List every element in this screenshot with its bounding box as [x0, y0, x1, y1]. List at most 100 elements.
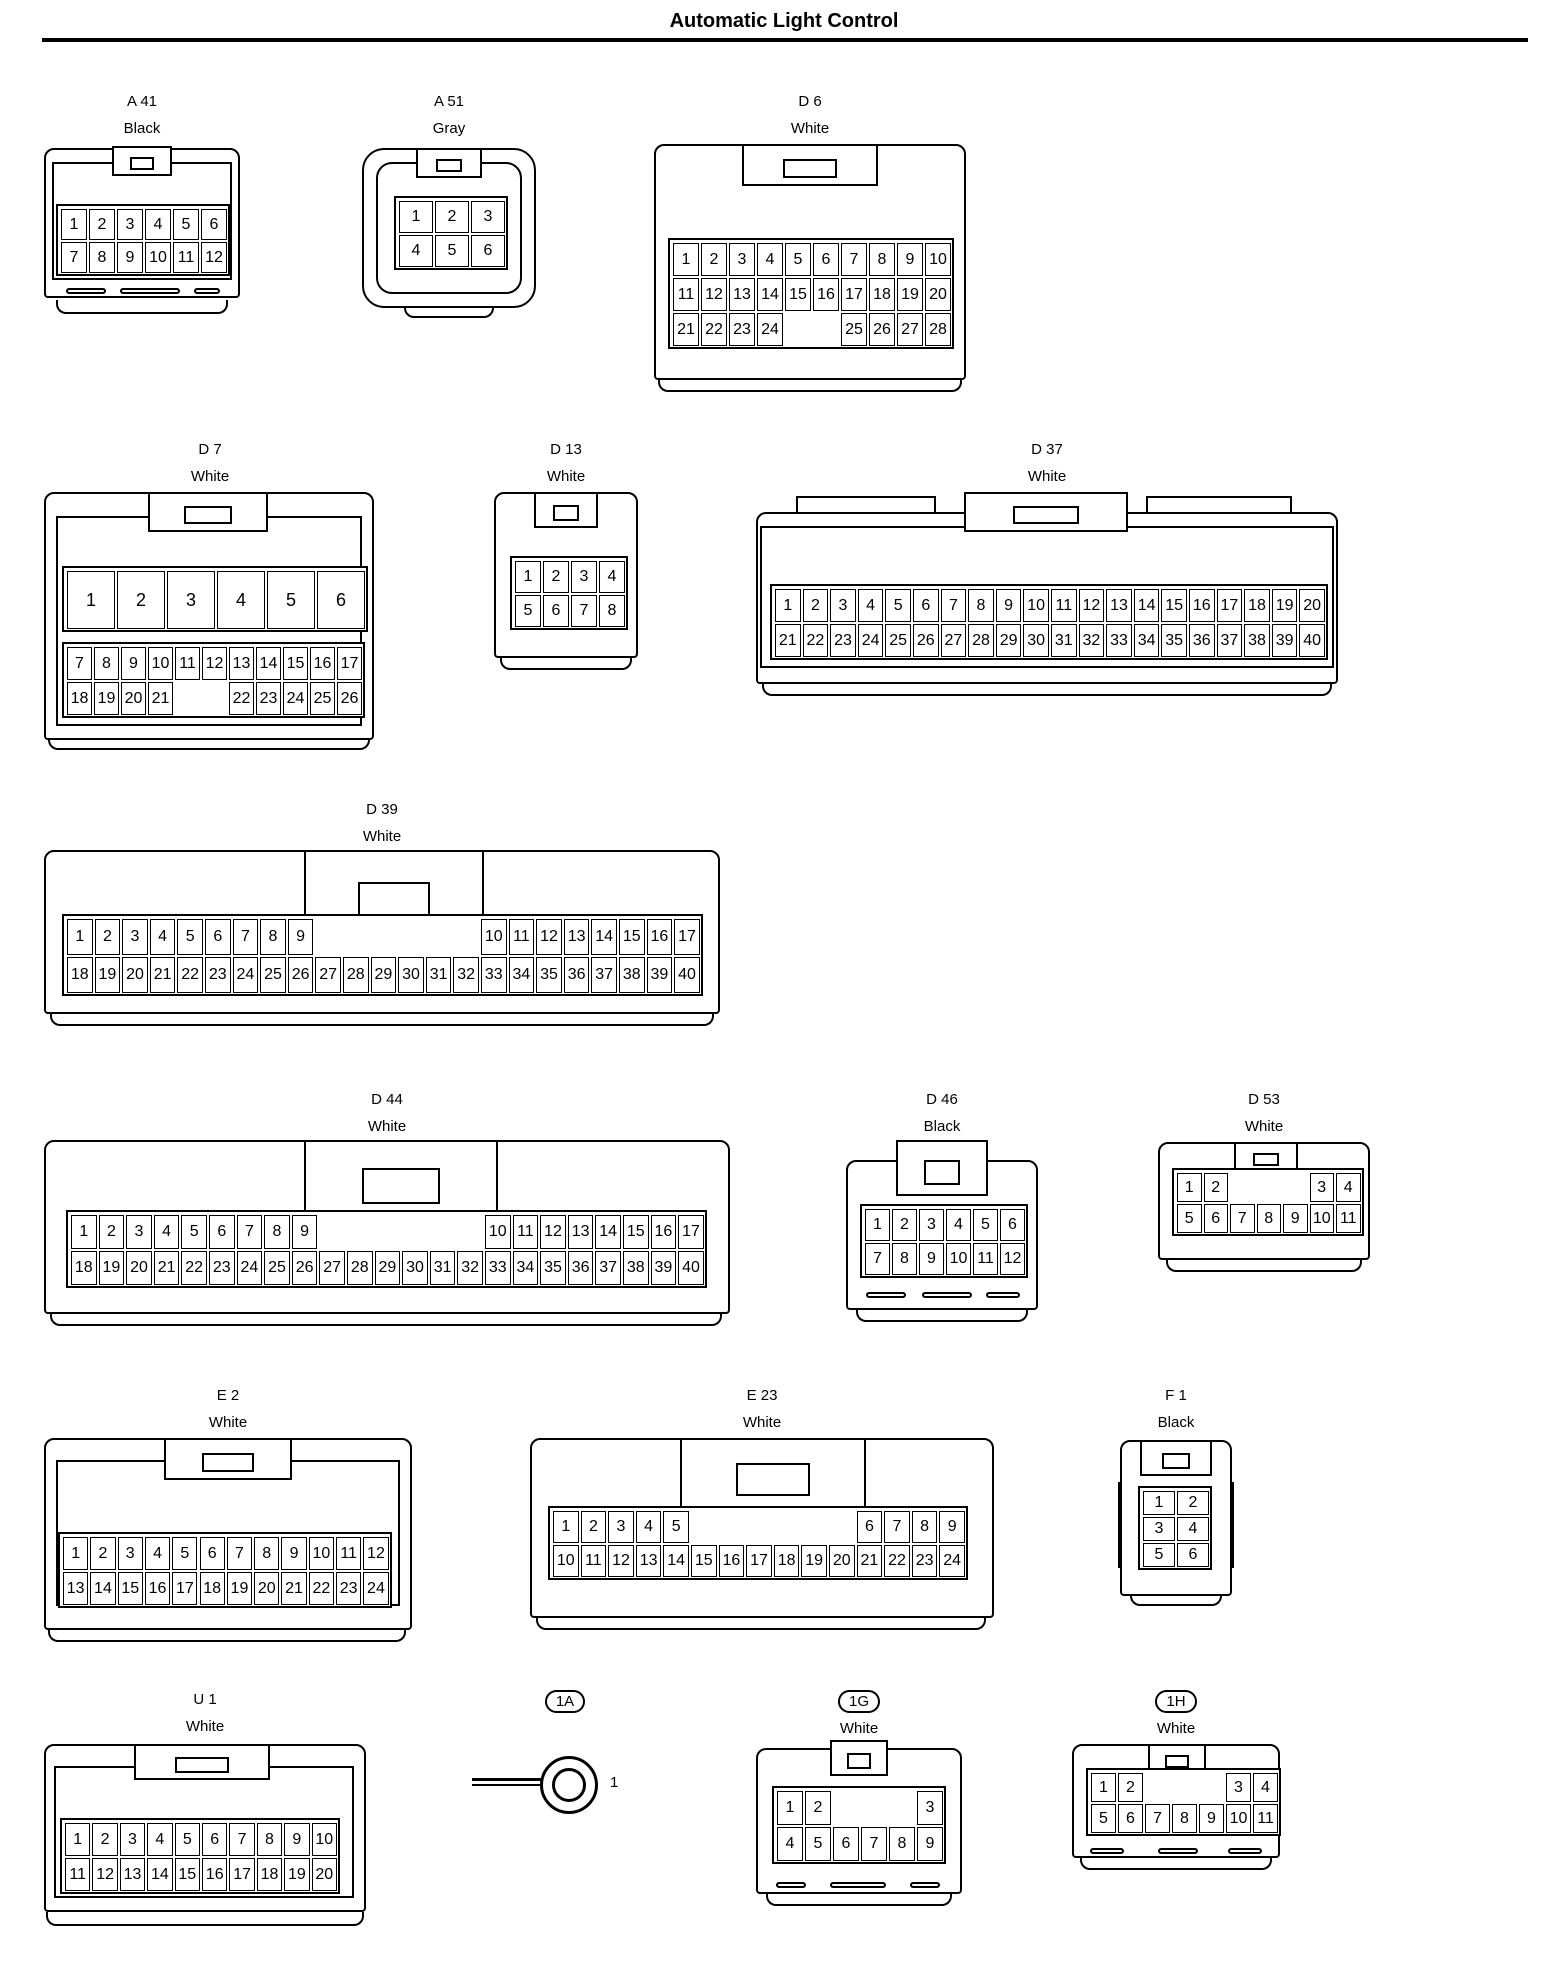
pin-3: 3: [1226, 1773, 1251, 1802]
pin-4: 4: [1177, 1517, 1209, 1541]
pin-8: 8: [1172, 1804, 1197, 1833]
pin-25: 25: [841, 313, 867, 346]
pin-40: 40: [674, 957, 700, 993]
pin-4: 4: [599, 561, 625, 593]
pin-11: 11: [175, 647, 200, 680]
pin-6: 6: [1118, 1804, 1143, 1833]
pin-7: 7: [571, 595, 597, 627]
pin-1: 1: [65, 1823, 91, 1856]
pin-1: 1: [775, 589, 801, 622]
connector-bottom-lip: [56, 300, 228, 314]
pin-13: 13: [563, 919, 590, 955]
pin-31: 31: [425, 957, 452, 993]
pin-18: 18: [256, 1858, 283, 1891]
pin-11: 11: [336, 1537, 362, 1570]
connector-bottom-slot: [1158, 1848, 1198, 1854]
pin-24: 24: [283, 682, 308, 715]
pin-8: 8: [911, 1511, 938, 1543]
connector-lock-tab: [112, 146, 172, 176]
pin-23: 23: [256, 682, 281, 715]
connector-bottom-slot: [830, 1882, 886, 1888]
pin-10: 10: [481, 919, 507, 955]
pin-2: 2: [543, 561, 569, 593]
pin-38: 38: [1244, 624, 1270, 657]
pin-17: 17: [172, 1572, 198, 1605]
connector-color: White: [208, 1414, 248, 1431]
connector-id: 1H: [1155, 1690, 1197, 1713]
pin-30: 30: [402, 1251, 428, 1285]
pin-2: 2: [701, 243, 727, 276]
pin-20: 20: [311, 1858, 337, 1891]
pin-7: 7: [940, 589, 967, 622]
pin-5: 5: [663, 1511, 689, 1543]
pin-1: 1: [673, 243, 699, 276]
pin-6: 6: [856, 1511, 883, 1543]
pin-21: 21: [149, 957, 176, 993]
pin-5: 5: [1177, 1204, 1202, 1233]
pin-23: 23: [336, 1572, 362, 1605]
pin-3: 3: [830, 589, 856, 622]
pin-27: 27: [897, 313, 923, 346]
pin-28: 28: [343, 957, 369, 993]
pin-39: 39: [646, 957, 673, 993]
pin-37: 37: [1216, 624, 1243, 657]
pin-10: 10: [145, 242, 171, 273]
pin-4: 4: [149, 919, 176, 955]
connector-id: F 1: [1165, 1387, 1187, 1404]
page-title: Automatic Light Control: [669, 10, 899, 32]
pin-13: 13: [567, 1215, 594, 1249]
pin-1: 1: [63, 1537, 89, 1570]
connector-id: D 37: [1031, 441, 1063, 458]
connector-bottom-slot: [776, 1882, 806, 1888]
connector-bottom-slot: [120, 288, 180, 294]
pin-35: 35: [540, 1251, 566, 1285]
pin-20: 20: [122, 957, 148, 993]
pin-11: 11: [1336, 1204, 1361, 1233]
pin-8: 8: [260, 919, 286, 955]
pin-22: 22: [181, 1251, 207, 1285]
pin-1: 1: [67, 571, 115, 629]
pin-32: 32: [1078, 624, 1105, 657]
pin-16: 16: [813, 278, 839, 311]
pin-34: 34: [512, 1251, 539, 1285]
pin-16: 16: [1189, 589, 1215, 622]
pin-20: 20: [254, 1572, 280, 1605]
pin-3: 3: [608, 1511, 634, 1543]
pin-2: 2: [89, 209, 115, 240]
pin-10: 10: [925, 243, 951, 276]
pin-9: 9: [1283, 1204, 1308, 1233]
connector-bottom-lip: [50, 1012, 714, 1026]
pin-20: 20: [925, 278, 951, 311]
pin-7: 7: [226, 1537, 253, 1570]
pin-2: 2: [1177, 1491, 1209, 1515]
pin-9: 9: [287, 919, 314, 955]
pin-12: 12: [202, 647, 227, 680]
pin-5: 5: [785, 243, 811, 276]
pin-1: 1: [61, 209, 87, 240]
pin-8: 8: [254, 1537, 280, 1570]
connector-id: D 39: [366, 801, 398, 818]
pin-8: 8: [869, 243, 895, 276]
pin-26: 26: [337, 682, 362, 715]
pin-23: 23: [205, 957, 231, 993]
pin-5: 5: [805, 1827, 831, 1861]
pin-16: 16: [646, 919, 673, 955]
pin-4: 4: [857, 589, 884, 622]
pin-17: 17: [337, 647, 362, 680]
ring-terminal-wire: [472, 1778, 542, 1781]
pin-13: 13: [63, 1572, 89, 1605]
pin-18: 18: [199, 1572, 225, 1605]
connector-color: Black: [123, 120, 161, 137]
connector-color: White: [546, 468, 586, 485]
pin-7: 7: [841, 243, 867, 276]
pin-1: 1: [399, 201, 433, 233]
